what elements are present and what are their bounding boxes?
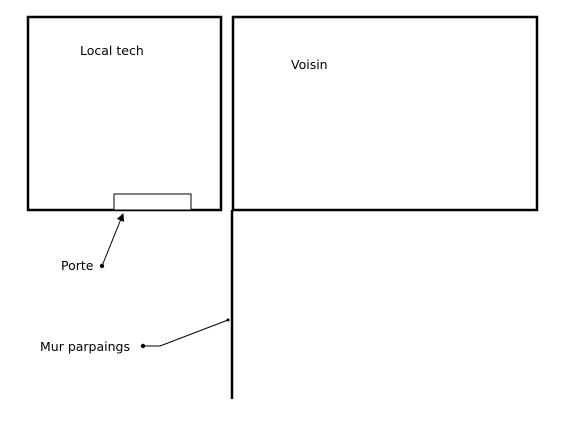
porte-leader-line xyxy=(101,213,125,267)
mur-leader-end-dot xyxy=(226,318,230,322)
mur-parpaings-label: Mur parpaings xyxy=(40,339,130,354)
voisin-label: Voisin xyxy=(291,57,328,72)
voisin-room xyxy=(231,15,539,212)
mur-leader-line xyxy=(143,319,229,347)
mur-leader-dot xyxy=(140,343,146,349)
porte-label: Porte xyxy=(61,258,94,273)
local-tech-label: Local tech xyxy=(80,43,144,58)
door xyxy=(113,193,192,211)
porte-leader-dot xyxy=(99,263,105,269)
